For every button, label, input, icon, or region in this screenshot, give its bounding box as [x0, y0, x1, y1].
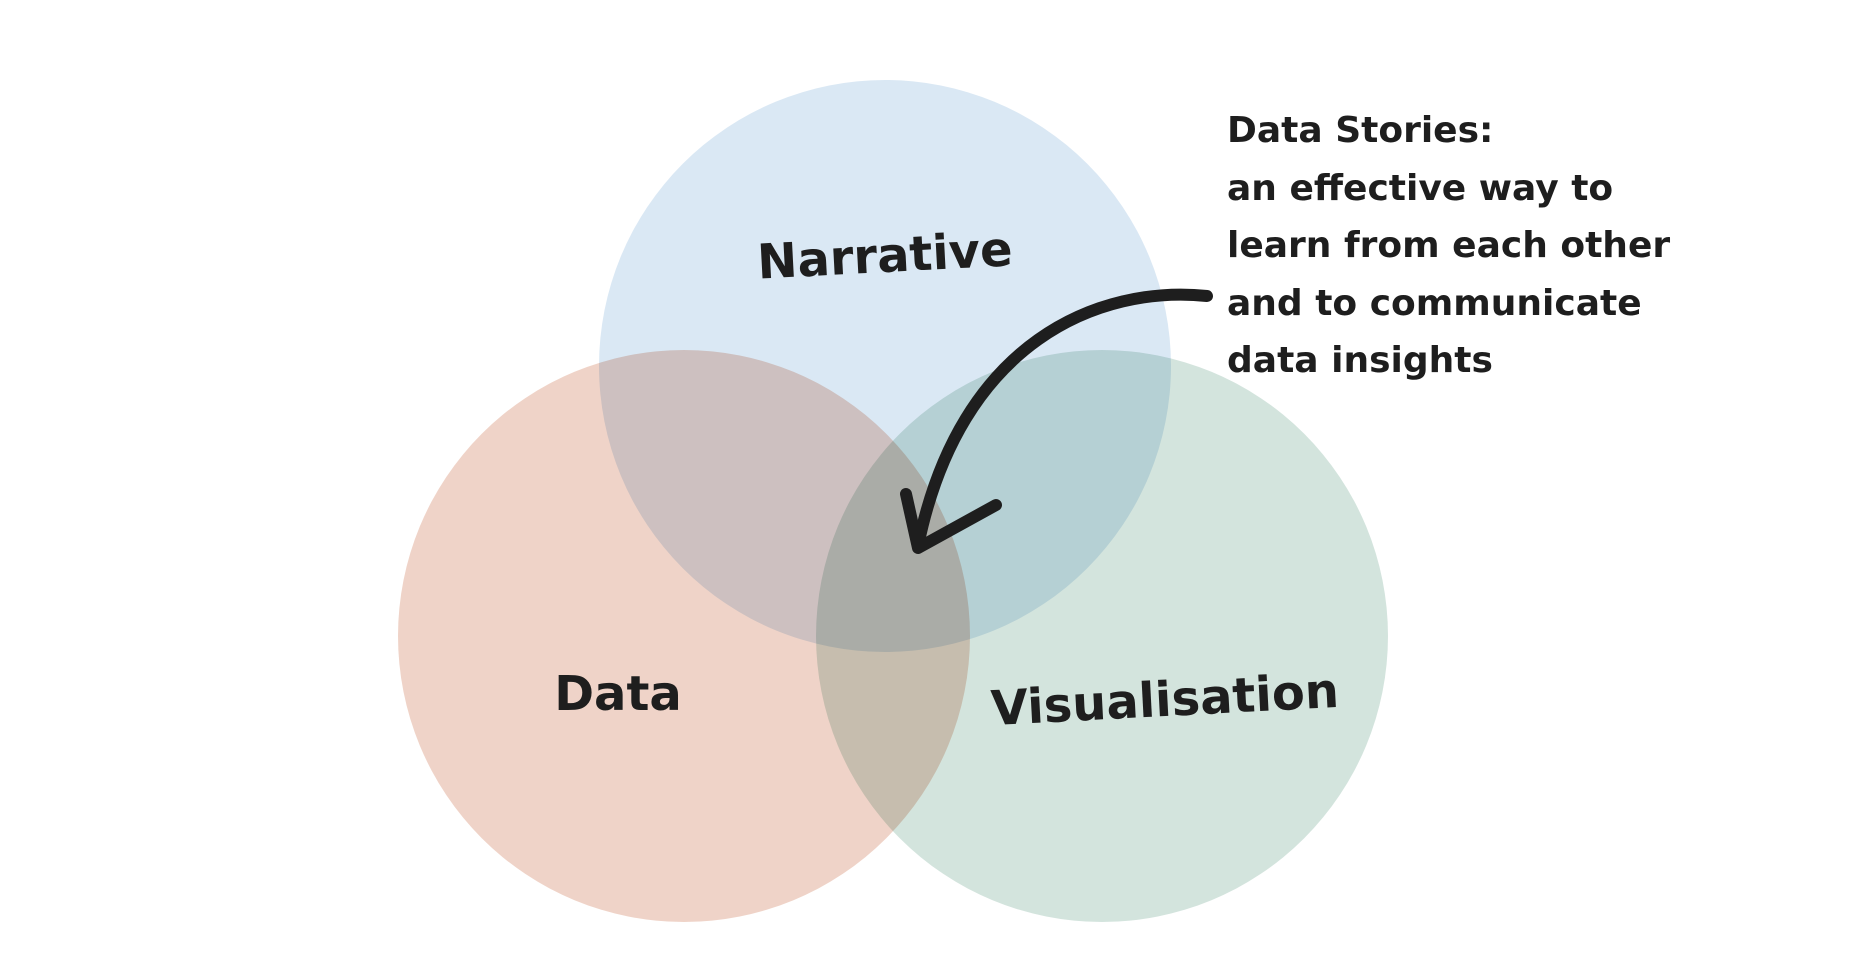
narrative-label: Narrative [756, 221, 1014, 290]
arrow-icon [900, 288, 1213, 554]
annotation-line: an effective way to [1227, 168, 1613, 209]
annotation-text: Data Stories: an effective way to learn … [1227, 110, 1670, 381]
data-label: Data [554, 666, 682, 722]
annotation-line: and to communicate [1227, 283, 1642, 324]
annotation-line: data insights [1227, 340, 1493, 381]
annotation-line: Data Stories: [1227, 110, 1493, 151]
data-circle [398, 350, 970, 922]
annotation-line: learn from each other [1227, 225, 1670, 266]
visualisation-circle [816, 350, 1388, 922]
